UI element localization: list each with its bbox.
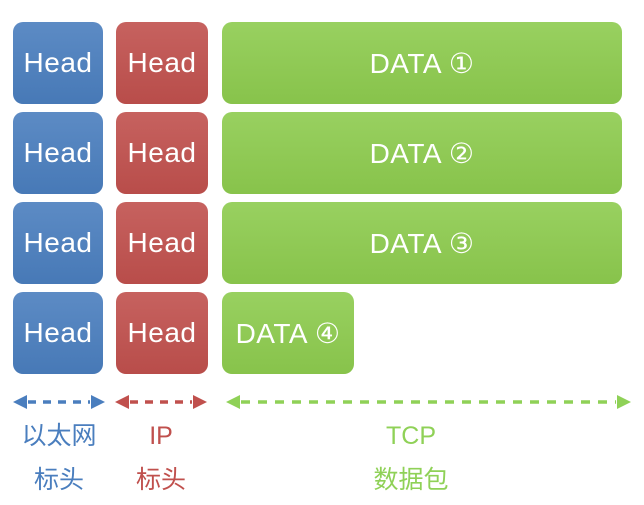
tcp-legend-line2: 数据包 [373,466,449,494]
ethernet-header-box: Head [13,292,103,374]
packet-row: Head Head DATA ② [13,112,644,194]
ip-header-box: Head [116,22,208,104]
ethernet-legend-label: 以太网 标头 [13,414,105,502]
ip-header-box: Head [116,112,208,194]
packet-row: Head Head DATA ③ [13,202,644,284]
tcp-span-arrow-icon [226,395,631,409]
ethernet-legend-line2: 标头 [33,466,84,494]
tcp-legend-line1: TCP [386,422,436,450]
ethernet-legend-line1: 以太网 [21,422,97,450]
tcp-data-box: DATA ③ [222,202,622,284]
packet-row: Head Head DATA ① [13,22,644,104]
ip-legend-line1: IP [149,422,173,450]
ethernet-header-box: Head [13,22,103,104]
ethernet-span-arrow-icon [13,395,105,409]
ip-legend-label: IP 标头 [115,414,207,502]
tcp-data-box: DATA ④ [222,292,354,374]
ip-header-box: Head [116,292,208,374]
packet-row: Head Head DATA ④ [13,292,644,374]
tcp-legend-label: TCP 数据包 [330,414,492,502]
ethernet-header-box: Head [13,202,103,284]
ip-header-box: Head [116,202,208,284]
ip-legend-line2: 标头 [135,466,186,494]
ip-span-arrow-icon [115,395,207,409]
tcp-data-box: DATA ① [222,22,622,104]
tcp-data-box: DATA ② [222,112,622,194]
ethernet-header-box: Head [13,112,103,194]
